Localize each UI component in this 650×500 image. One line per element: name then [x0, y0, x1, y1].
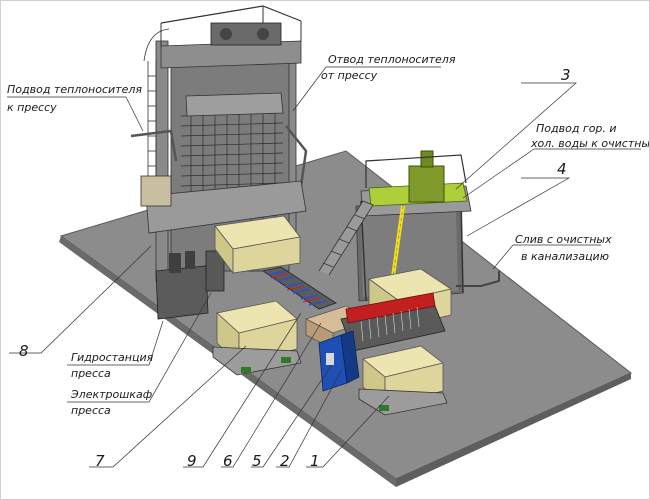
callout-3: 3	[561, 66, 571, 84]
callout-8: 8	[19, 342, 29, 360]
label-supply-line-1: Подвод теплоносителя	[7, 83, 142, 96]
label-drain-line-1: Слив с очистных	[515, 233, 612, 246]
callout-6: 6	[223, 452, 233, 470]
cleaning-unit	[318, 150, 500, 302]
callout-7: 7	[95, 452, 105, 470]
label-hydro-line-2: пресса	[71, 367, 111, 380]
callout-9: 9	[187, 452, 197, 470]
leader-lines	[7, 66, 641, 468]
block-pallet-left	[212, 300, 302, 376]
label-cabinet-line-1: Электрошкаф	[71, 388, 153, 401]
hydraulic-station	[155, 250, 225, 320]
callout-4: 4	[557, 160, 567, 178]
label-cabinet-line-2: пресса	[71, 404, 111, 417]
roller-conveyor	[262, 266, 337, 310]
callout-2: 2	[280, 452, 290, 470]
label-supply-line-2: к прессу	[7, 101, 57, 114]
cutting-machine	[318, 292, 446, 392]
label-return-line-1: Отвод теплоносителя	[328, 53, 456, 66]
callout-1: 1	[310, 452, 320, 470]
label-return-line-2: от прессу	[321, 69, 378, 82]
label-water-line-1: Подвод гор. и	[536, 122, 617, 135]
block-front	[358, 345, 448, 416]
callout-5: 5	[252, 452, 262, 470]
block-press	[214, 215, 301, 275]
label-drain-line-2: в канализацию	[521, 250, 609, 263]
label-hydro-line-1: Гидростанция	[71, 351, 154, 364]
label-water-line-2: хол. воды к очистным	[531, 137, 650, 150]
